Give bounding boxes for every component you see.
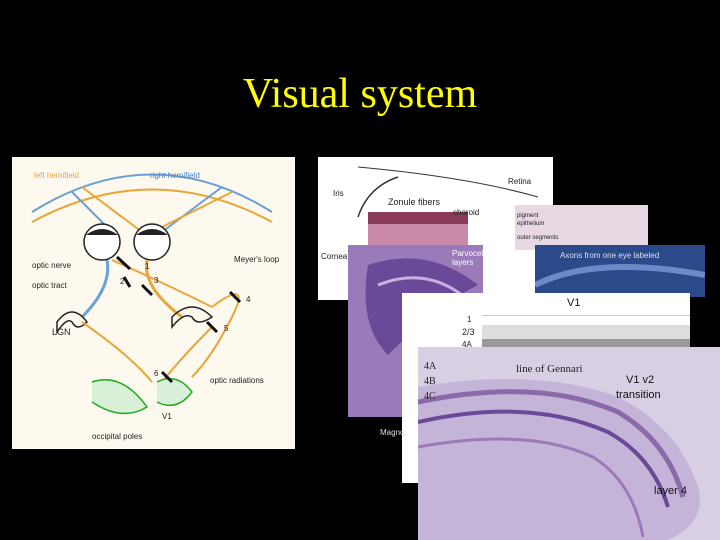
layer-4a-label: 4A [462, 340, 472, 349]
lesion-number-3: 3 [154, 276, 159, 285]
blue-axons-drawing [535, 264, 705, 288]
lesion-number-1: 1 [145, 262, 150, 271]
layer-4-label: layer 4 [654, 485, 688, 497]
lgn-label: LGN [52, 327, 71, 337]
lesion-number-4: 4 [246, 295, 251, 304]
layer-band-2-3 [482, 325, 690, 339]
retina-label: Retina [508, 177, 532, 186]
v1-label: V1 [162, 412, 172, 421]
pathway-drawing [31, 173, 273, 415]
cortex-section-slide: 4A 4B 4C line of Gennari V1 v2 transitio… [418, 347, 720, 540]
pigment-label: pigment [517, 213, 539, 219]
cornea-label: Cornea [321, 252, 348, 261]
v1-v2-label: V1 v2 [626, 374, 655, 386]
slide-title: Visual system [242, 71, 478, 117]
layer-4a-marker: 4A [424, 361, 437, 372]
lesion-number-6: 6 [154, 369, 159, 378]
gennari-label: line of Gennari [516, 363, 583, 375]
retina-tissue-slide: pigment epithelium outer segments [515, 205, 648, 250]
optic-tract-label: optic tract [32, 281, 67, 290]
layer-band-4a [482, 339, 690, 349]
layer-2-3-label: 2/3 [462, 327, 475, 337]
transition-label: transition [616, 389, 661, 401]
blue-axons-slide: Axons from one eye labeled [535, 245, 705, 297]
meyers-loop-label: Meyer's loop [234, 255, 280, 264]
iris-label: Iris [333, 189, 344, 198]
v1-layers-title: V1 [567, 297, 581, 309]
magno-label: Magno [380, 428, 405, 437]
right-hemifield-label: right hemifield [150, 171, 200, 180]
outer-segments-label: outer segments [517, 235, 559, 241]
optic-nerve-label: optic nerve [32, 261, 72, 270]
visual-pathway-diagram: left hemifield right hemifield optic ner… [12, 157, 295, 449]
lesion-number-5: 5 [224, 324, 229, 333]
cortex-section-drawing [418, 379, 700, 540]
parvo-layers-label: layers [452, 258, 474, 267]
choroid-label: choroid [453, 208, 480, 217]
epithelium-label: epithelium [517, 221, 545, 227]
parvocellular-label: Parvocellular [452, 249, 483, 258]
layer-4c-marker: 4C [424, 391, 436, 402]
optic-radiations-label: optic radiations [210, 376, 264, 385]
layer-4b-marker: 4B [424, 376, 436, 387]
left-hemifield-label: left hemifield [34, 171, 79, 180]
occipital-poles-label: occipital poles [92, 432, 143, 441]
layer-band-1 [482, 315, 690, 326]
zonule-fibers-label: Zonule fibers [388, 197, 441, 207]
axons-labeled-label: Axons from one eye labeled [560, 251, 660, 260]
lesion-number-2: 2 [120, 277, 125, 286]
layer-1-label: 1 [467, 315, 472, 324]
